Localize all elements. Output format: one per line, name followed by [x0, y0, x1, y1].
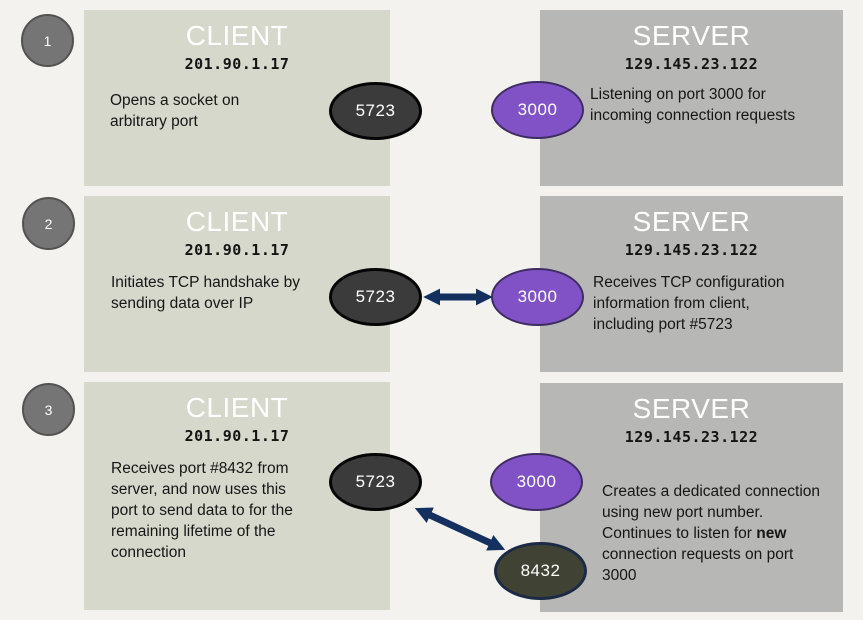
step-3-circle: 3 [22, 383, 75, 436]
step-1-client-description: Opens a socket on arbitrary port [110, 92, 240, 130]
step-3-server-dedicated-port: 8432 [520, 561, 561, 580]
step-2-server-description: Receives TCP configuration information f… [593, 274, 785, 333]
step-3-server-listening-port: 3000 [516, 472, 557, 491]
step-3-server-listening-port-ellipse: 3000 [490, 453, 583, 511]
step-3-server-description-bold: new [756, 525, 787, 542]
step-1-server-port-ellipse: 3000 [491, 81, 584, 139]
step-3-server-description-post: connection requests on port 3000 [602, 546, 794, 584]
step-1-client-ip: 201.90.1.17 [184, 55, 290, 73]
step-1-circle: 1 [21, 14, 74, 67]
step-3-number: 3 [44, 401, 53, 418]
step-2-client-description: Initiates TCP handshake by sending data … [111, 274, 300, 312]
step-2-client-port-ellipse: 5723 [329, 268, 422, 326]
step-3-client-port: 5723 [355, 472, 396, 491]
step-2-server-port: 3000 [517, 287, 558, 306]
step-1-number: 1 [43, 32, 52, 49]
step-1-server-description: Listening on port 3000 for incoming conn… [590, 86, 796, 124]
step-2-server-title: SERVER [632, 206, 751, 237]
step-3-client-description: Receives port #8432 from server, and now… [111, 460, 293, 561]
step-3-server-description: Creates a dedicated connection using new… [602, 481, 820, 586]
step-2-circle: 2 [22, 197, 75, 250]
step-1-client-port-ellipse: 5723 [329, 82, 422, 140]
step-3-server-dedicated-port-ellipse: 8432 [494, 542, 587, 600]
step-3-server-description-pre: Creates a dedicated connection using new… [602, 483, 821, 542]
step-3-server-title: SERVER [632, 393, 751, 424]
dedicated-connection-bidirectional-arrow [414, 507, 506, 551]
step-2-client-ip: 201.90.1.17 [184, 241, 290, 259]
step-3-client-port-ellipse: 5723 [329, 453, 422, 511]
step-2-number: 2 [44, 215, 53, 232]
step-1-server-port: 3000 [517, 100, 558, 119]
step-3-server-box: SERVER 129.145.23.122 [540, 383, 843, 612]
step-2-server-ip: 129.145.23.122 [624, 241, 759, 259]
step-3-client-ip: 201.90.1.17 [184, 427, 290, 445]
step-3-server-ip: 129.145.23.122 [624, 428, 759, 446]
step-2-client-title: CLIENT [185, 206, 289, 237]
step-3-client-title: CLIENT [185, 392, 289, 423]
step-1-client-port: 5723 [355, 101, 396, 120]
step-2-client-port: 5723 [355, 287, 396, 306]
step-1-server-title: SERVER [632, 20, 751, 51]
step-2-server-box: SERVER 129.145.23.122 [540, 196, 843, 372]
step-1-client-title: CLIENT [185, 20, 289, 51]
step-2-server-port-ellipse: 3000 [491, 268, 584, 326]
step-1-server-ip: 129.145.23.122 [624, 55, 759, 73]
step-1-server-box: SERVER 129.145.23.122 [540, 10, 843, 186]
